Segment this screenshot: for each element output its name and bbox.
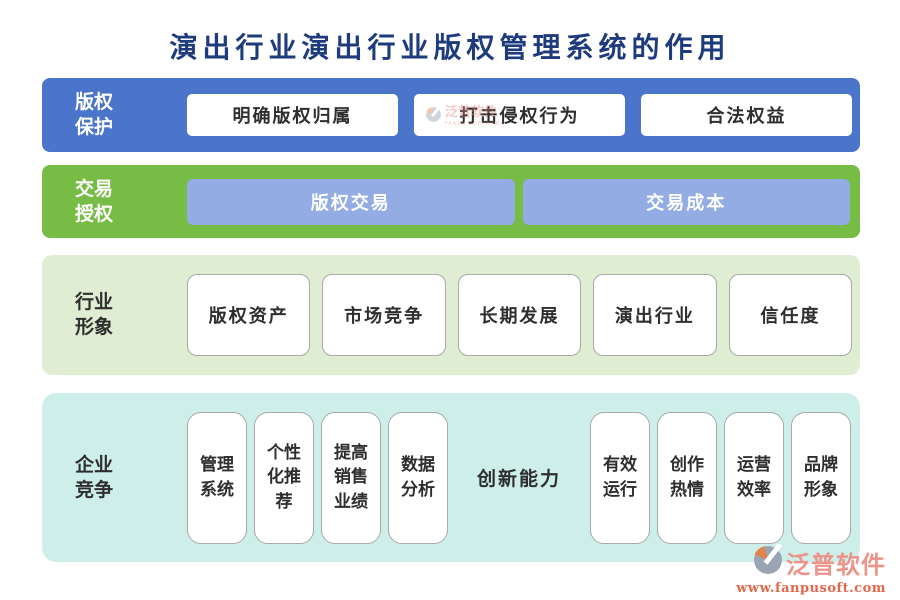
row-transaction-authorization: 交易 授权 版权交易 交易成本 xyxy=(42,165,860,238)
row-copyright-protection-items: 明确版权归属 打击侵权行为 合法权益 xyxy=(187,94,852,136)
item-copyright-assets: 版权资产 xyxy=(187,274,311,356)
item-market-competition: 市场竞争 xyxy=(322,274,446,356)
fanpu-logo-name: 泛普软件 xyxy=(786,550,886,579)
item-effective-operation: 有效 运行 xyxy=(590,411,650,544)
row-label-enterprise-competition: 企业 竞争 xyxy=(75,453,114,501)
row-copyright-protection: 版权 保护 明确版权归属 打击侵权行为 合法权益 泛普软件 FANPU SOFT… xyxy=(42,78,860,152)
item-clarify-copyright-ownership: 明确版权归属 xyxy=(187,94,398,136)
item-transaction-cost: 交易成本 xyxy=(522,178,850,225)
row-industry-image: 行业 形象 版权资产 市场竞争 长期发展 演出行业 信任度 xyxy=(42,255,860,375)
item-creative-enthusiasm: 创作 热情 xyxy=(657,411,717,544)
item-performance-industry: 演出行业 xyxy=(593,274,717,356)
item-brand-image: 品牌 形象 xyxy=(791,411,851,544)
row-enterprise-competition: 企业 竞争 管理 系统 个性 化推 荐 提高 销售 业绩 数据 分析 创新能力 … xyxy=(42,393,860,562)
page-title: 演出行业演出行业版权管理系统的作用 xyxy=(169,31,731,64)
row-industry-image-items: 版权资产 市场竞争 长期发展 演出行业 信任度 xyxy=(187,274,853,356)
row-label-industry-image: 行业 形象 xyxy=(75,291,114,338)
item-management-system: 管理 系统 xyxy=(187,411,247,544)
row-transaction-authorization-items: 版权交易 交易成本 xyxy=(187,178,850,225)
item-combat-infringement: 打击侵权行为 xyxy=(414,94,625,136)
item-personalized-recommendation: 个性 化推 荐 xyxy=(254,411,314,544)
fanpu-logo-top: 泛普软件 xyxy=(736,542,886,580)
item-improve-sales-performance: 提高 销售 业绩 xyxy=(321,411,381,544)
enterprise-right-group: 有效 运行 创作 热情 运营 效率 品牌 形象 xyxy=(590,411,851,544)
item-operational-efficiency: 运营 效率 xyxy=(724,411,784,544)
enterprise-left-group: 管理 系统 个性 化推 荐 提高 销售 业绩 数据 分析 xyxy=(187,411,448,544)
row-label-transaction-authorization: 交易 授权 xyxy=(75,177,114,225)
fanpu-logo: 泛普软件 www.fanpusoft.com xyxy=(736,542,886,596)
item-trust-level: 信任度 xyxy=(728,274,853,356)
item-legal-rights: 合法权益 xyxy=(641,94,852,136)
item-innovation-capability: 创新能力 xyxy=(476,468,561,490)
fanpu-logo-url[interactable]: www.fanpusoft.com xyxy=(736,581,886,596)
item-long-term-development: 长期发展 xyxy=(457,274,582,356)
row-label-copyright-protection: 版权 保护 xyxy=(75,91,114,138)
fanpu-logo-icon xyxy=(752,542,784,580)
item-copyright-trading: 版权交易 xyxy=(187,178,515,225)
item-data-analysis: 数据 分析 xyxy=(388,411,448,544)
